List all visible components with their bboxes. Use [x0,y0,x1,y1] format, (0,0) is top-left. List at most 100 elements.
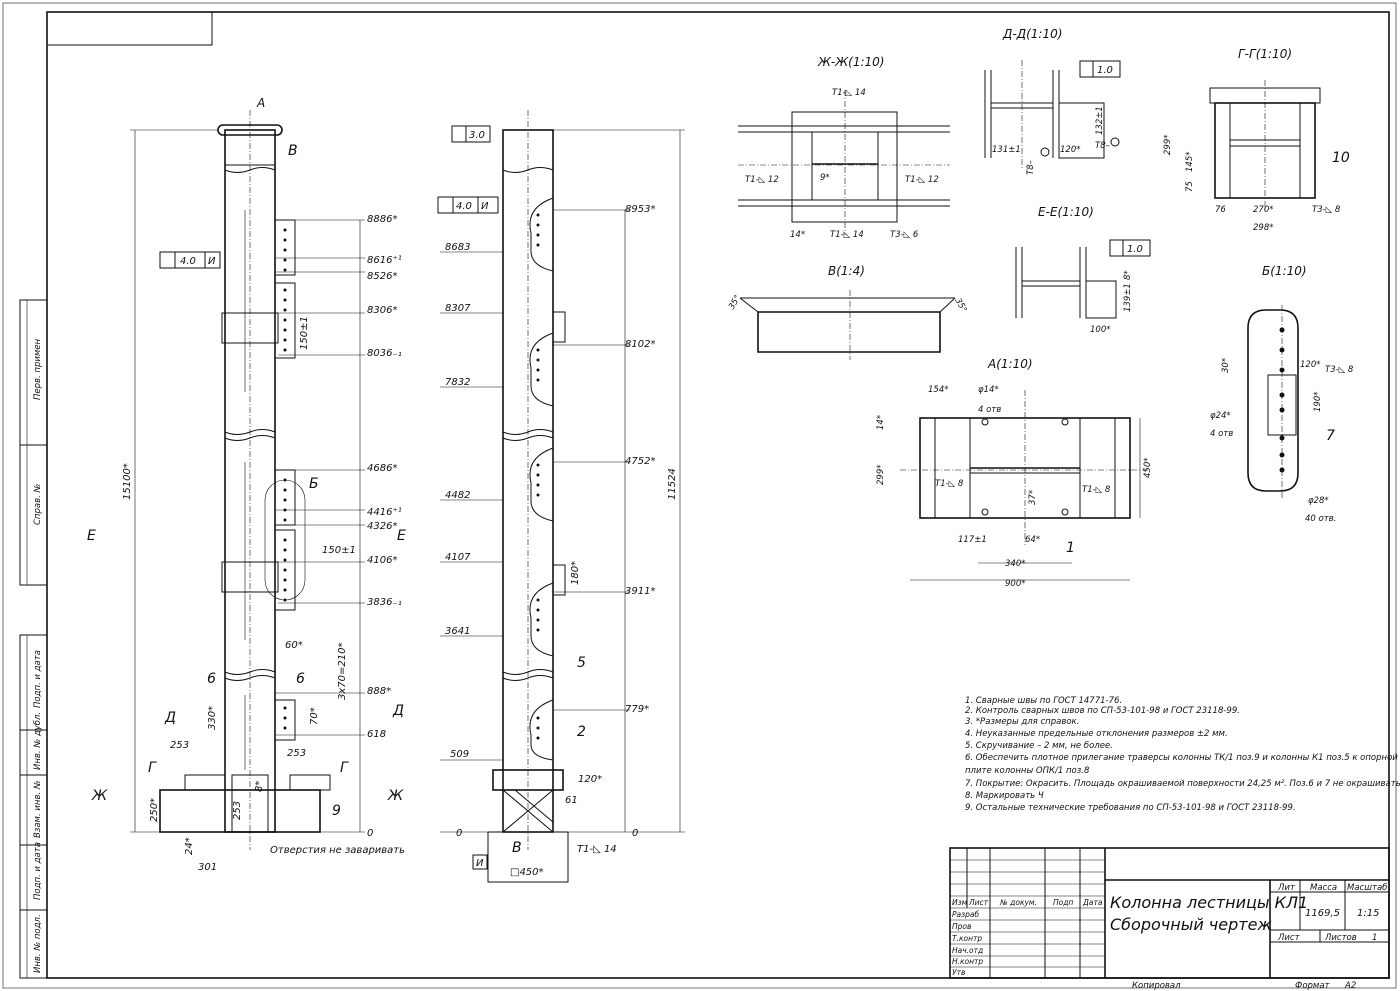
g-pos-10: 10 [1332,150,1350,166]
left-tol-ref: И [208,256,216,267]
left-dim-301: 301 [198,862,217,873]
left-level-6: 4416⁺¹ [367,507,402,518]
d-dim-131: 131±1 [992,145,1021,155]
view-letter-b: Б [309,476,319,492]
tb-scale-value: 1:15 [1357,908,1379,919]
g-dim-76: 76 [1215,205,1226,215]
e-tolerance: 1.0 [1109,239,1151,257]
left-note-holes-text: Отверстия не заваривать [270,845,405,856]
view-b [1247,305,1299,500]
note-6b: плите колонны ОПК/1 поз.8 [965,766,1090,776]
stamp-vzam: Взам. инв. № [33,780,43,838]
section-e-label: Е-Е(1:10) [1038,205,1094,219]
stamp-podp2: Подп. и дата [33,842,43,900]
section-b-label: Б(1:10) [1262,264,1307,278]
left-total-height: 15100* [122,463,133,500]
view-letter-zh-right: Ж [387,788,404,804]
e-dim-139: 139±1 [1123,283,1133,312]
stamp-podp1: Подп. и дата [33,650,43,708]
mid-base-size: □450* [510,867,544,878]
note-8: 8. Маркировать Ч [965,791,1044,801]
tb-mass-value: 1169,5 [1305,908,1340,919]
view-letter-v: В [288,143,298,159]
g-dim-298: 298* [1253,223,1273,233]
section-zh-label: Ж-Ж(1:10) [817,55,885,69]
zh-dim-14: 14* [790,230,805,240]
mid-datum-i: И [472,854,488,870]
mid-tol-ref: И [481,201,489,212]
e-dim-100: 100* [1090,325,1110,335]
left-dim-330: 330* [207,706,218,730]
zh-weld-1: Т1-◺ 14 [832,88,866,98]
e-tol-value: 1.0 [1127,244,1143,255]
a-dim-450: 450* [1143,458,1153,478]
tb-title-1: Колонна лестницы КЛ1 [1110,893,1308,912]
mid-level-left-2: 7832 [445,377,470,388]
left-tol-value: 4.0 [180,256,196,267]
view-letter-d-left: Д [164,710,176,726]
left-dim-8: 8* [254,781,265,792]
left-tolerance-frame: 4.0 И [159,251,221,269]
tb-sheet-label: Лист [1277,933,1301,943]
g-dim-75: 75 [1185,181,1195,192]
mid-level-right-2: 4752* [625,456,655,467]
note-4: 4. Неуказанные предельные отклонения раз… [965,729,1228,739]
tb-col-doc: № докум. [999,898,1037,907]
mid-datum-i-letter: И [476,858,484,869]
left-level-0: 8886* [367,214,397,225]
zh-weld-4: Т1-◺ 14 [830,230,864,240]
tb-format-label: Формат [1295,981,1331,991]
a-dim-900: 900* [1005,579,1025,589]
left-dim-253c: 253 [232,801,243,820]
tb-sheets-value: 1 [1372,933,1377,943]
mid-level-right-4: 779* [625,704,649,715]
mid-total-height: 11524 [667,468,678,500]
d-weld-t8a: Т8– [1026,160,1036,175]
stamp-sprav: Справ. № [33,483,43,525]
section-d-label: Д-Д(1:10) [1002,27,1062,41]
note-6: 6. Обеспечить плотное прилегание траверс… [965,753,1398,763]
left-dim-24: 24* [184,837,195,855]
section-a-label: А(1:10) [987,357,1033,371]
mid-letter-v: В [512,840,522,856]
v-angle-1: 35° [727,293,743,311]
stamp-inv-dubl: Инв. № дубл. [33,712,43,770]
left-elevation [130,110,365,850]
b-holes-40: 40 отв. [1305,514,1336,524]
zh-weld-5: Т3-◺ 6 [890,230,919,240]
left-level-12: 0 [367,828,373,839]
d-weld-t8b: Т8– [1095,141,1110,151]
note-5: 5. Скручивание – 2 мм, не более. [965,741,1113,751]
e-dim-8: 8* [1123,270,1133,280]
zh-weld-2: Т1-◺ 12 [745,175,779,185]
left-level-10: 888* [367,686,391,697]
title-block [949,847,1390,979]
b-dim-190: 190* [1313,392,1323,412]
section-e [1015,247,1117,319]
view-letter-g-left: Г [148,760,157,776]
g-dim-145: 145* [1185,152,1195,172]
mid-level-left-6: 509 [450,749,469,760]
mid-level-right-1: 8102* [625,339,655,350]
zh-weld-3: Т1-◺ 12 [905,175,939,185]
tb-col-sign: Подп [1053,898,1073,907]
a-weld-2: Т1-◺ 8 [1082,485,1111,495]
middle-elevation [440,110,685,883]
mid-level-right-3: 3911* [625,586,655,597]
tb-scale-label: Масштаб [1347,883,1387,893]
b-pos-7: 7 [1326,428,1335,444]
a-weld-1: Т1-◺ 8 [935,479,964,489]
left-level-1: 8616⁺¹ [367,255,402,266]
top-left-stamp [46,11,213,46]
a-dim-14: 14* [876,415,886,430]
a-dim-37: 37* [1028,490,1038,505]
a-phi-14: φ14* [978,385,999,395]
d-dim-132: 132±1 [1095,106,1105,135]
view-a [900,390,1150,581]
mid-tolerance-frame-top: 3.0 [451,125,491,143]
tb-col-list: Лист [968,898,989,907]
d-dim-120: 120* [1060,145,1080,155]
tb-mass-label: Масса [1310,883,1337,893]
mid-level-left-0: 8683 [445,242,470,253]
